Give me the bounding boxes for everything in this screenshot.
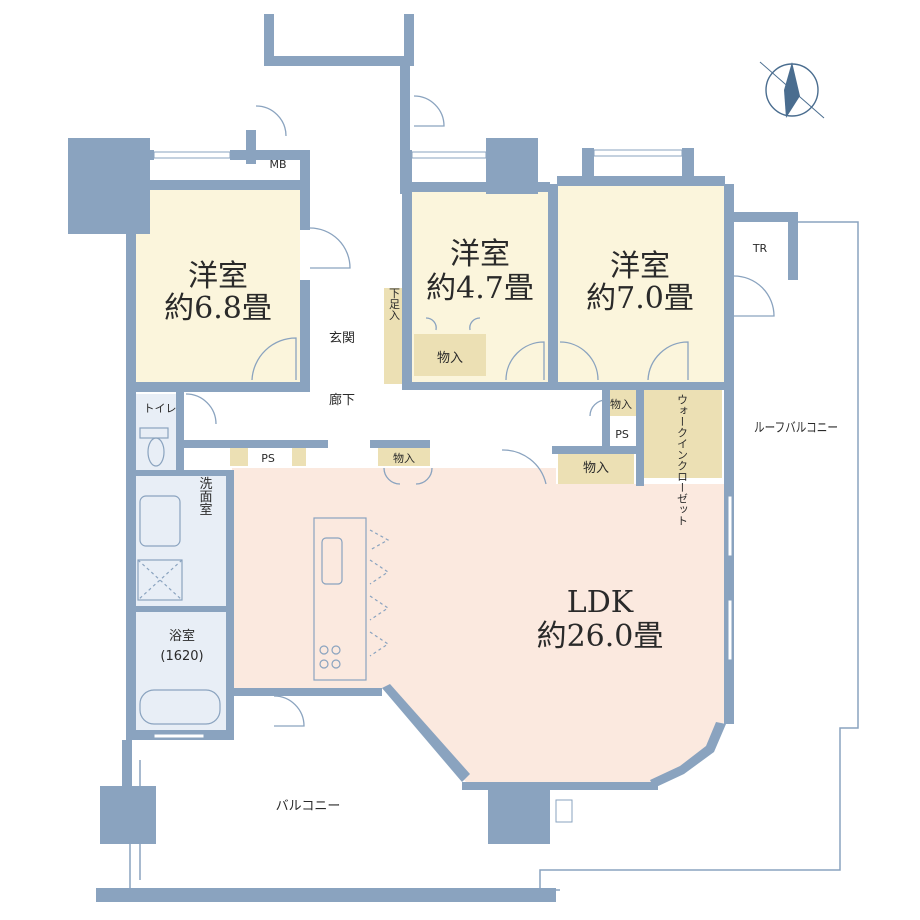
- ps-left-label: PS: [261, 452, 275, 465]
- toilet-floor: [134, 394, 178, 472]
- bedroom3-name: 洋室: [610, 249, 670, 284]
- balcony-label: バルコニー: [276, 799, 341, 814]
- ps-left-fill: [230, 448, 248, 466]
- compass-icon: [759, 61, 825, 119]
- washroom-label: 洗面室: [197, 477, 213, 516]
- storage-hall-fill: [378, 448, 430, 466]
- bedroom3-floor: [557, 184, 725, 382]
- wic-fill: [642, 388, 722, 478]
- mb-label: MB: [269, 158, 286, 171]
- entrance-label: 玄関: [329, 331, 355, 346]
- ps-right-label: PS: [615, 428, 629, 441]
- bedroom1-floor: [134, 190, 300, 382]
- ldk-name: LDK: [567, 585, 634, 620]
- bedroom2-size: 約4.7畳: [426, 271, 534, 306]
- storage-right-label: 物入: [583, 461, 609, 476]
- bedroom3-size: 約7.0畳: [586, 281, 694, 316]
- ldk-size: 約26.0畳: [537, 619, 664, 654]
- labels: 洋室 約6.8畳 洋室 約4.7畳 洋室 約7.0畳 LDK 約26.0畳 玄関…: [144, 158, 839, 814]
- windows: [153, 149, 733, 823]
- storage-hall-label: 物入: [393, 451, 415, 465]
- ps-left2-fill: [292, 448, 306, 466]
- ldk-floor: [232, 468, 724, 782]
- roof-balcony-label: ルーフバルコニー: [754, 421, 838, 436]
- hallway-label: 廊下: [329, 392, 355, 408]
- storage-bedroom2-fill: [414, 334, 486, 376]
- wic-label: ウォークインクローゼット: [676, 394, 689, 526]
- shoe-storage-label: 下足入: [388, 288, 401, 321]
- tr-label: TR: [752, 242, 768, 255]
- bedroom2-name: 洋室: [450, 237, 510, 272]
- bathroom-name: 浴室: [169, 628, 195, 644]
- storage-small-label: 物入: [610, 397, 632, 411]
- storage-right-fill: [558, 450, 634, 484]
- bedroom1-size: 約6.8畳: [164, 291, 272, 326]
- shoe-storage-fill: [384, 288, 404, 384]
- balcony-railing: [96, 888, 556, 902]
- washroom-floor: [134, 474, 228, 608]
- storage-bedroom2-label: 物入: [437, 351, 463, 366]
- toilet-label: トイレ: [144, 402, 177, 415]
- bathroom-size: (1620): [160, 649, 203, 664]
- doors: [185, 95, 775, 727]
- room-fills: [134, 184, 725, 782]
- kitchen-fixtures: [137, 427, 390, 725]
- bathroom-floor: [134, 610, 228, 732]
- bedroom1-name: 洋室: [188, 259, 248, 294]
